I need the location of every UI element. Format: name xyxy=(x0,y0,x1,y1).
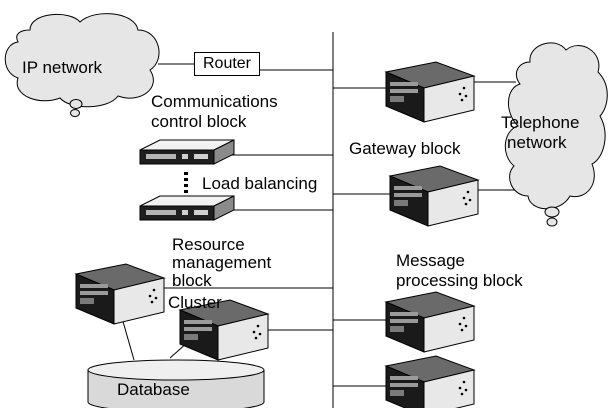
load-balancing-label: Load balancing xyxy=(202,174,318,193)
database-cylinder xyxy=(87,359,265,408)
communications-control-server xyxy=(139,139,235,165)
resource-management-label-line3: block xyxy=(172,271,212,290)
cluster-server-1 xyxy=(75,263,165,325)
gateway-block-label: Gateway block xyxy=(349,139,461,158)
resource-management-label-line1: Resource xyxy=(172,235,245,254)
resource-management-label-line2: management xyxy=(172,253,272,272)
cluster-label: Cluster xyxy=(168,293,222,312)
telephone-network-label-line2: network xyxy=(507,133,567,152)
gateway-server-2 xyxy=(389,165,479,227)
telephone-network-label-line1: Telephone xyxy=(501,113,580,132)
database-label: Database xyxy=(117,380,190,399)
router-box: Router xyxy=(194,52,260,76)
gateway-server-1 xyxy=(385,61,475,123)
connection-lines xyxy=(121,32,530,408)
message-server-1 xyxy=(385,291,475,353)
resource-management-server xyxy=(139,195,235,221)
message-server-2 xyxy=(385,355,475,408)
ip-network-label: IP network xyxy=(22,58,103,77)
communications-control-label-line2: control block xyxy=(151,112,247,131)
communications-control-label-line1: Communications xyxy=(151,92,278,111)
ip-network-cloud xyxy=(4,13,160,117)
message-processing-label-line1: Message xyxy=(396,251,465,270)
message-processing-label-line2: processing block xyxy=(396,271,523,290)
telephone-network-cloud xyxy=(504,42,608,227)
